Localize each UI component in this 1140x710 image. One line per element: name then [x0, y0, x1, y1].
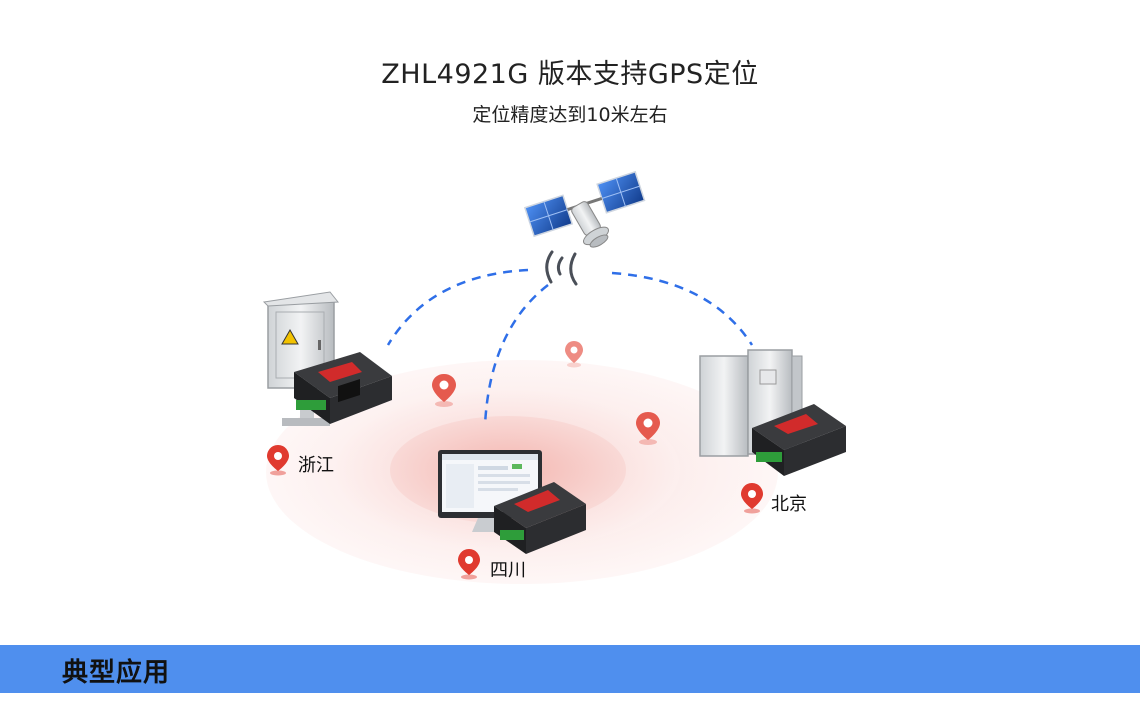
- location-label-beijing: 北京: [771, 494, 807, 515]
- page-subtitle: 定位精度达到10米左右: [472, 104, 668, 126]
- location-pin-sichuan-icon: [458, 549, 480, 580]
- device-sichuan: [494, 482, 586, 554]
- signal-path-beijing: [611, 271, 754, 346]
- signal-waves-icon: [545, 250, 578, 286]
- map-pin-icon: [565, 341, 583, 368]
- map-pins: [432, 341, 660, 445]
- map-pin-icon: [636, 412, 660, 445]
- section-heading: 典型应用: [62, 658, 171, 688]
- location-pin-beijing-icon: [741, 483, 763, 514]
- location-label-zhejiang: 浙江: [298, 455, 334, 476]
- computer-monitor-sichuan: [438, 450, 542, 532]
- signal-paths: [386, 268, 754, 426]
- signal-path-sichuan: [483, 284, 549, 426]
- satellite-icon: [523, 170, 646, 248]
- page-title: ZHL4921G 版本支持GPS定位: [381, 59, 759, 90]
- device-beijing: [752, 404, 846, 476]
- signal-path-zhejiang: [386, 268, 529, 346]
- location-label-sichuan: 四川: [490, 560, 526, 581]
- map-pin-icon: [432, 374, 456, 407]
- section-banner: 典型应用: [0, 645, 1140, 693]
- device-zhejiang: [294, 352, 392, 424]
- location-pin-zhejiang-icon: [267, 445, 289, 476]
